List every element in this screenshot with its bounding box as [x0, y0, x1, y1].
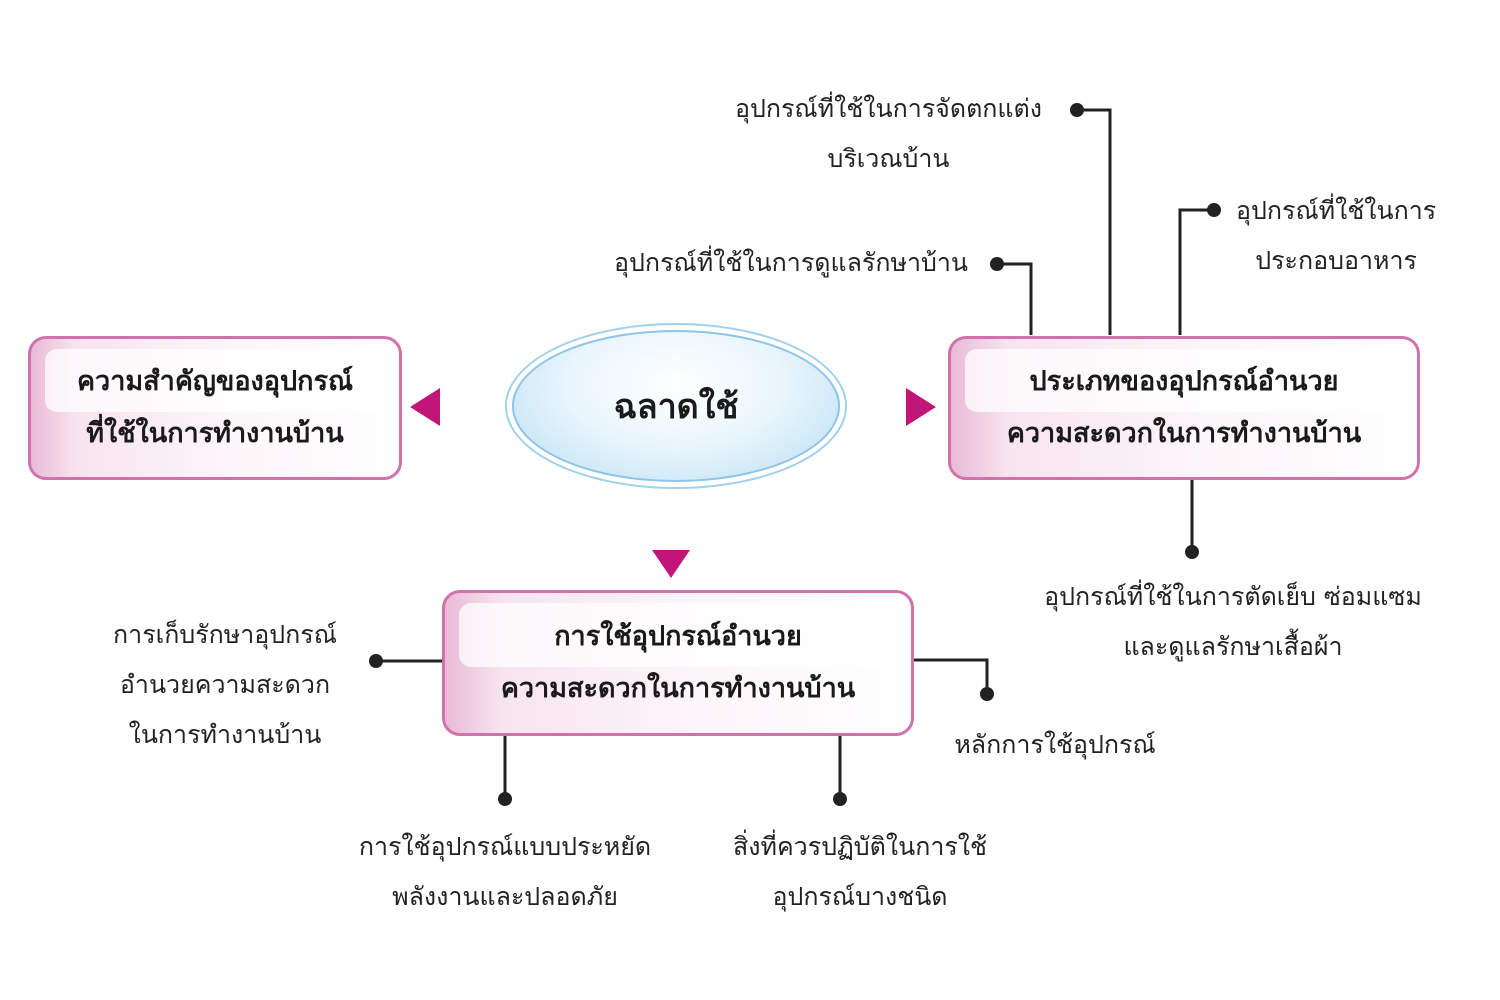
connector-dot-save: [498, 792, 512, 806]
leaf-practice-line-2: อุปกรณ์บางชนิด: [772, 882, 948, 911]
leaf-save-line-2: พลังงานและปลอดภัย: [392, 882, 618, 911]
arrow-to-usage: [652, 488, 690, 578]
leaf-sew-line-1: อุปกรณ์ที่ใช้ในการตัดเย็บ ซ่อมแซม: [1044, 582, 1422, 611]
leaf-care-line-1: อุปกรณ์ที่ใช้ในการดูแลรักษาบ้าน: [614, 248, 968, 277]
leaf-cook-line-2: ประกอบอาหาร: [1255, 246, 1417, 275]
center-node: ฉลาดใช้: [512, 330, 840, 482]
leaf-save: การใช้อุปกรณ์แบบประหยัด พลังงานและปลอดภั…: [320, 822, 690, 922]
leaf-cook-line-1: อุปกรณ์ที่ใช้ในการ: [1236, 196, 1437, 225]
branch-types-line-2: ความสะดวกในการทำงานบ้าน: [1006, 418, 1362, 449]
leaf-decor-line-1: อุปกรณ์ที่ใช้ในการจัดตกแต่ง: [734, 94, 1042, 123]
branch-usage-box: การใช้อุปกรณ์อำนวย ความสะดวกในการทำงานบ้…: [442, 590, 914, 736]
branch-importance-line-1: ความสำคัญของอุปกรณ์: [77, 366, 353, 397]
connector-cook: [1178, 208, 1214, 335]
branch-types-line-1: ประเภทของอุปกรณ์อำนวย: [1029, 366, 1339, 397]
branch-importance-line-2: ที่ใช้ในการทำงานบ้าน: [86, 418, 344, 449]
connector-decor: [1077, 108, 1112, 335]
connector-dot-cook: [1207, 203, 1221, 217]
leaf-principles: หลักการใช้อุปกรณ์: [930, 720, 1180, 770]
arrow-to-importance: [410, 388, 502, 426]
arrow-to-types: [846, 388, 936, 426]
connector-dot-storage: [369, 654, 383, 668]
center-label: ฉลาดใช้: [613, 387, 739, 427]
leaf-storage-line-2: อำนวยความสะดวก: [119, 670, 331, 699]
leaf-practice: สิ่งที่ควรปฏิบัติในการใช้ อุปกรณ์บางชนิด: [700, 822, 1020, 922]
branch-importance-box: ความสำคัญของอุปกรณ์ ที่ใช้ในการทำงานบ้าน: [28, 336, 402, 480]
leaf-decor: อุปกรณ์ที่ใช้ในการจัดตกแต่ง บริเวณบ้าน: [735, 84, 1042, 184]
branch-types-box: ประเภทของอุปกรณ์อำนวย ความสะดวกในการทำงา…: [948, 336, 1420, 480]
connector-dot-practice: [833, 792, 847, 806]
connector-dot-sew: [1185, 545, 1199, 559]
connector-dot-principles: [980, 687, 994, 701]
connector-dot-care: [990, 257, 1004, 271]
leaf-storage-line-3: ในการทำงานบ้าน: [128, 720, 322, 749]
leaf-storage: การเก็บรักษาอุปกรณ์ อำนวยความสะดวก ในการ…: [80, 610, 370, 760]
leaf-storage-line-1: การเก็บรักษาอุปกรณ์: [113, 620, 337, 649]
leaf-save-line-1: การใช้อุปกรณ์แบบประหยัด: [358, 832, 652, 861]
leaf-cook: อุปกรณ์ที่ใช้ในการ ประกอบอาหาร: [1236, 186, 1436, 286]
leaf-care: อุปกรณ์ที่ใช้ในการดูแลรักษาบ้าน: [614, 238, 968, 288]
connector-care: [997, 262, 1033, 335]
leaf-sew: อุปกรณ์ที่ใช้ในการตัดเย็บ ซ่อมแซม และดูแ…: [1018, 572, 1448, 672]
branch-usage-line-2: ความสะดวกในการทำงานบ้าน: [500, 673, 856, 704]
leaf-decor-line-2: บริเวณบ้าน: [827, 144, 950, 173]
branch-usage-line-1: การใช้อุปกรณ์อำนวย: [554, 621, 802, 652]
connector-dot-decor: [1070, 103, 1084, 117]
leaf-principles-line-1: หลักการใช้อุปกรณ์: [954, 730, 1156, 759]
leaf-practice-line-1: สิ่งที่ควรปฏิบัติในการใช้: [733, 832, 987, 861]
leaf-sew-line-2: และดูแลรักษาเสื้อผ้า: [1123, 632, 1343, 661]
connector-principles: [914, 658, 989, 694]
